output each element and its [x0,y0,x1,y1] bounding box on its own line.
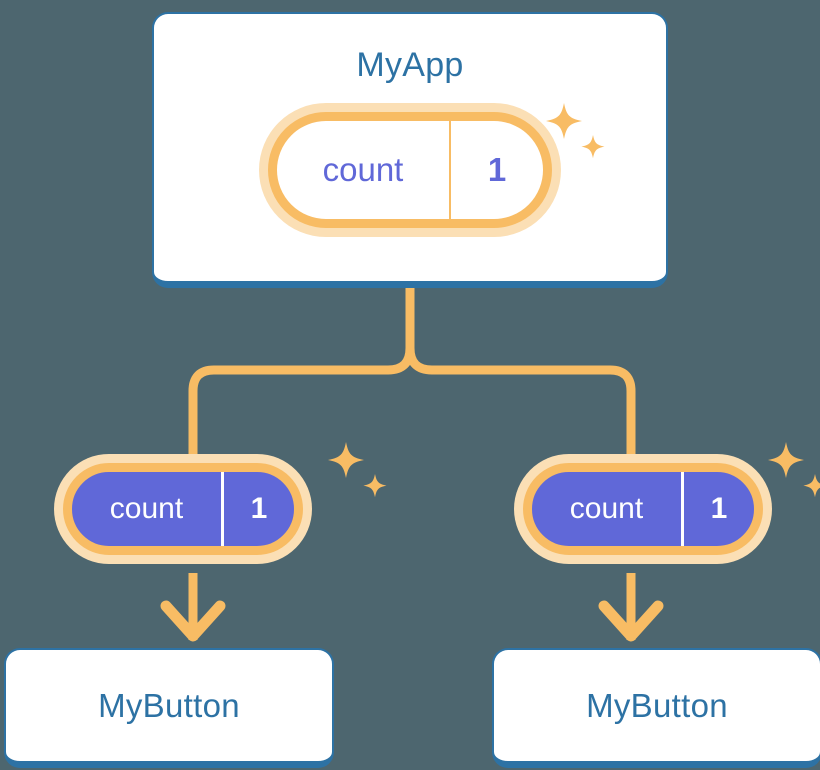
component-card-mybutton-right[interactable]: MyButton [492,648,820,768]
page-title: MyApp [356,46,464,84]
state-key-label: count [277,121,451,219]
state-badge-root[interactable]: count 1 [268,112,552,228]
arrow-down-icon-left [160,600,226,642]
state-value-label: 1 [250,492,268,525]
component-card-mybutton-left[interactable]: MyButton [4,648,334,768]
arrow-down-icon-right [598,600,664,642]
state-badge-root-wrap: count 1 [268,112,552,228]
edge-root-to-children [188,283,415,468]
state-badge-child-1[interactable]: count 1 [523,463,763,555]
state-badge-child-0[interactable]: count 1 [63,463,303,555]
component-card-label: MyButton [586,686,728,724]
state-key-label: count [72,472,224,546]
state-badge-child-0-wrap: count 1 [63,463,303,555]
component-card-label: MyButton [98,686,240,724]
edge-root-to-child-right [405,343,636,468]
state-value-label: 1 [487,151,507,188]
state-badge-child-1-wrap: count 1 [523,463,763,555]
state-value-label: 1 [710,492,728,525]
state-key-label: count [532,472,684,546]
